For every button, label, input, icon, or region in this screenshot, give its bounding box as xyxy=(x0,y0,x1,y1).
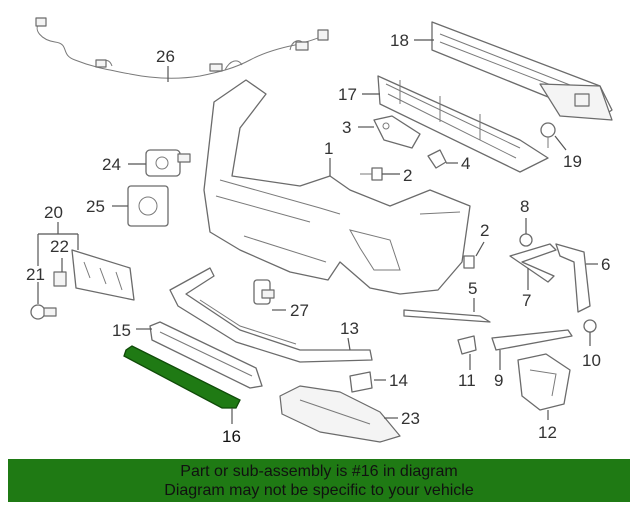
callout-7: 7 xyxy=(522,291,531,310)
callout-24: 24 xyxy=(102,155,121,174)
banner-line-2: Diagram may not be specific to your vehi… xyxy=(164,482,474,499)
part-27-bracket xyxy=(253,279,275,305)
exploded-parts-diagram: 26 18 17 19 3 4 2 xyxy=(26,17,613,446)
callout-18: 18 xyxy=(390,31,409,50)
callout-26: 26 xyxy=(156,47,175,66)
part-16-highlighted xyxy=(123,345,241,409)
part-1-bumper-cover xyxy=(203,79,471,295)
callout-5: 5 xyxy=(468,279,477,298)
part-24-sensor xyxy=(145,149,191,177)
callout-4: 4 xyxy=(461,154,470,173)
banner-line-1: Part or sub-assembly is #16 in diagram xyxy=(180,463,458,480)
callout-12: 12 xyxy=(538,423,557,442)
part-13-lower-spoiler xyxy=(169,267,373,363)
part-9-moulding xyxy=(491,329,573,351)
part-11-clip xyxy=(457,335,477,355)
callout-2b: 2 xyxy=(480,221,489,240)
part-19-bolt xyxy=(540,122,556,148)
leader-2b xyxy=(475,241,485,257)
callout-20: 20 xyxy=(44,203,63,222)
callout-6: 6 xyxy=(601,255,610,274)
callout-15: 15 xyxy=(112,321,131,340)
info-banner: Part or sub-assembly is #16 in diagram D… xyxy=(8,459,630,502)
part-22-bracket xyxy=(53,249,135,301)
part-5-moulding xyxy=(403,309,491,323)
callout-1: 1 xyxy=(324,139,333,158)
callout-13: 13 xyxy=(340,319,359,338)
leader-13 xyxy=(347,337,351,351)
part-7-bracket xyxy=(509,243,557,283)
callout-23: 23 xyxy=(401,409,420,428)
part-26-wiring-harness xyxy=(35,17,329,79)
callout-11: 11 xyxy=(458,371,476,390)
part-3-bracket xyxy=(373,115,421,149)
part-6-bracket xyxy=(555,243,591,313)
part-2-screw-lower xyxy=(463,255,475,269)
part-21-bolt xyxy=(30,304,57,320)
part-17-energy-absorber xyxy=(377,75,549,173)
callout-22: 22 xyxy=(50,237,69,256)
callout-2a: 2 xyxy=(403,166,412,185)
part-10-clip xyxy=(583,319,597,333)
part-23-undercover xyxy=(279,385,401,443)
callout-16: 16 xyxy=(222,427,241,446)
callout-25: 25 xyxy=(86,197,105,216)
part-14-clip xyxy=(349,371,373,393)
callout-19: 19 xyxy=(563,152,582,171)
callout-21: 21 xyxy=(26,265,45,284)
part-4-clip xyxy=(427,149,447,169)
part-15-lower-absorber xyxy=(149,321,263,389)
part-25-sensor-bezel xyxy=(127,185,169,227)
callout-17: 17 xyxy=(338,85,357,104)
callout-14: 14 xyxy=(389,371,408,390)
callout-9: 9 xyxy=(494,371,503,390)
part-12-housing xyxy=(517,353,571,411)
part-18-reinforcement xyxy=(431,21,613,121)
callout-8: 8 xyxy=(520,197,529,216)
part-2-screw-upper xyxy=(360,167,383,181)
part-8-clip xyxy=(519,233,533,247)
leader-19 xyxy=(554,135,567,151)
callout-10: 10 xyxy=(582,351,601,370)
callout-27: 27 xyxy=(290,301,309,320)
callout-3: 3 xyxy=(342,118,351,137)
